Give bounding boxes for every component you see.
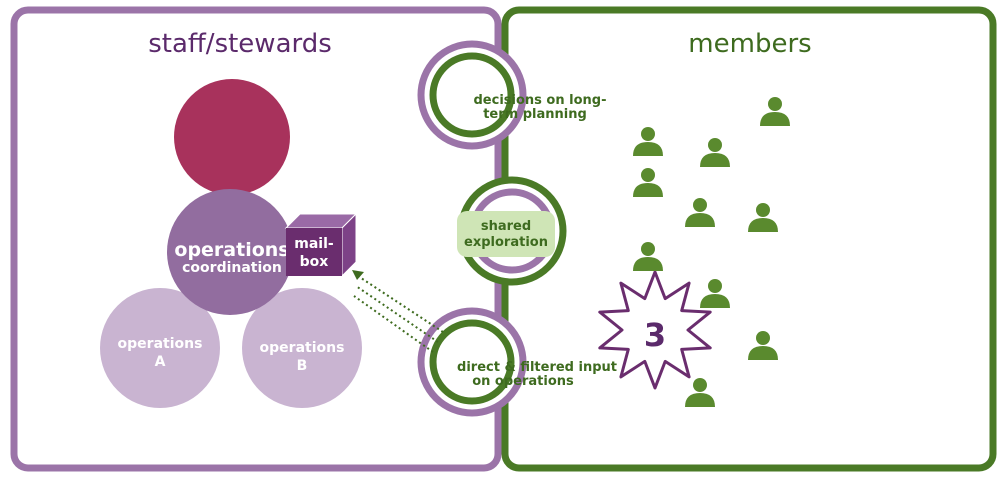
notch-planning [417, 40, 527, 150]
circle-operations-b [242, 288, 362, 408]
star-icon [598, 270, 712, 390]
input-label-2: on operations [472, 374, 574, 389]
person-icon [760, 97, 790, 126]
circle-coordination [167, 189, 293, 315]
planning-label-1: decisions on long- [474, 93, 607, 108]
input-arrowheads [352, 270, 364, 280]
members-title: members [688, 29, 811, 59]
exploration-box [457, 211, 555, 257]
mailbox-icon: mail- box [284, 212, 358, 278]
members-panel [501, 6, 997, 472]
input-label-1: direct & filtered input [457, 360, 617, 375]
person-icon [633, 127, 663, 156]
person-icon [685, 198, 715, 227]
coordination-label-1: operations [174, 239, 289, 261]
person-icon [748, 203, 778, 232]
mailbox-label-2: box [300, 254, 329, 270]
mailbox-label-1: mail- [294, 236, 334, 252]
person-icon [748, 331, 778, 360]
notch-input [417, 307, 527, 417]
exploration-label-2: exploration [464, 235, 548, 250]
person-icon [633, 168, 663, 197]
operations-a-label-1: operations [118, 336, 203, 352]
operations-b-label-1: operations [260, 340, 345, 356]
person-icon [700, 138, 730, 167]
star-badge: 3 [598, 270, 712, 390]
member-icons [633, 97, 790, 407]
operations-b-label-2: B [297, 358, 308, 374]
person-icon [685, 378, 715, 407]
coordination-label-2: coordination [182, 260, 282, 276]
star-label: 3 [644, 316, 666, 354]
exploration-label-1: shared [481, 219, 531, 234]
planning-label-2: term planning [483, 107, 587, 122]
person-icon [700, 279, 730, 308]
operations-a-label-2: A [155, 354, 166, 370]
input-arrows [353, 275, 444, 353]
circle-top [174, 79, 290, 195]
staff-title: staff/stewards [148, 29, 332, 59]
person-icon [633, 242, 663, 271]
circle-operations-a [100, 288, 220, 408]
